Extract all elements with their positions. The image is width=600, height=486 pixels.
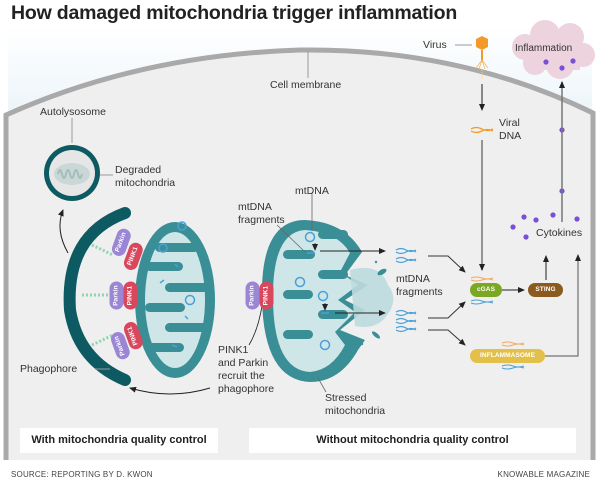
viral-dna-icon bbox=[470, 126, 494, 134]
stressed-mitochondria-leader bbox=[317, 377, 327, 393]
pink1-protein: PINK1 bbox=[259, 281, 274, 310]
autolysosome bbox=[44, 145, 100, 201]
arrow-to-inflammasome bbox=[428, 329, 466, 346]
phagophore-label: Phagophore bbox=[20, 363, 78, 375]
arrow-to-autolysosome bbox=[57, 209, 69, 254]
inflammation-label: Inflammation bbox=[515, 43, 573, 54]
cell-membrane bbox=[3, 47, 596, 460]
tethers bbox=[82, 243, 114, 347]
mtdna-fragment-icons bbox=[395, 247, 417, 333]
healthy-mitochondrion bbox=[135, 221, 215, 378]
pink1-protein: PINK1 bbox=[123, 281, 138, 310]
degraded-mitochondria-icon bbox=[54, 163, 90, 185]
panel-label-with-qc: With mitochondria quality control bbox=[20, 428, 218, 453]
stressed-mitochondrion bbox=[261, 220, 394, 382]
inflammasome-node: INFLAMMASOME bbox=[470, 349, 545, 363]
cell-membrane-label: Cell membrane bbox=[270, 79, 342, 91]
autolysosome-label: Autolysosome bbox=[40, 106, 106, 118]
phagophore bbox=[63, 207, 131, 386]
inflammation-cloud bbox=[512, 20, 595, 79]
cytokine-dots bbox=[510, 127, 580, 240]
arrow-to-cgas-bottom bbox=[428, 301, 466, 319]
cgas-node: cGAS bbox=[470, 283, 502, 297]
arrow-to-cgas-top bbox=[428, 255, 466, 273]
figure-title: How damaged mitochondria trigger inflamm… bbox=[11, 2, 458, 24]
arrow-recruit-phagophore bbox=[129, 386, 211, 395]
publisher-credit: KNOWABLE MAGAZINE bbox=[497, 470, 590, 479]
source-credit: SOURCE: REPORTING BY D. KWON bbox=[11, 470, 153, 479]
pink1-label-leader bbox=[248, 305, 263, 346]
mtdna-fragments-leader bbox=[276, 224, 306, 253]
virus-label: Virus bbox=[423, 39, 447, 51]
sting-node: STING bbox=[528, 283, 563, 297]
cytokines-label: Cytokines bbox=[536, 227, 583, 239]
virus-icon bbox=[475, 36, 489, 80]
panel-label-without-qc: Without mitochondria quality control bbox=[249, 428, 576, 453]
mtdna-label: mtDNA bbox=[295, 185, 329, 197]
arrow-inflammasome-to-cytokines bbox=[545, 254, 581, 357]
